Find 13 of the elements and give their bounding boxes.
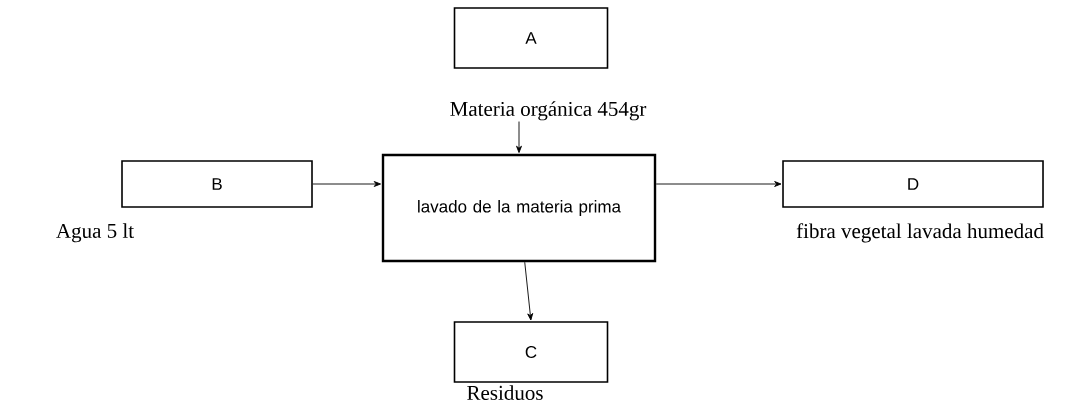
process-box: D: [782, 160, 1044, 208]
arrow: [516, 121, 522, 153]
process-box: lavado de la materia prima: [381, 153, 657, 263]
arrow: [312, 181, 381, 187]
arrow: [655, 181, 782, 187]
process-box: B: [121, 160, 313, 208]
arrow: [524, 261, 534, 321]
process-box: C: [453, 321, 609, 383]
process-box: A: [453, 7, 609, 69]
node-caption: Materia orgánica 454gr: [450, 101, 647, 121]
node-caption: Agua 5 lt: [56, 223, 134, 243]
node-caption: fibra vegetal lavada humedad: [796, 223, 1044, 243]
node-caption: Residuos: [467, 385, 543, 400]
